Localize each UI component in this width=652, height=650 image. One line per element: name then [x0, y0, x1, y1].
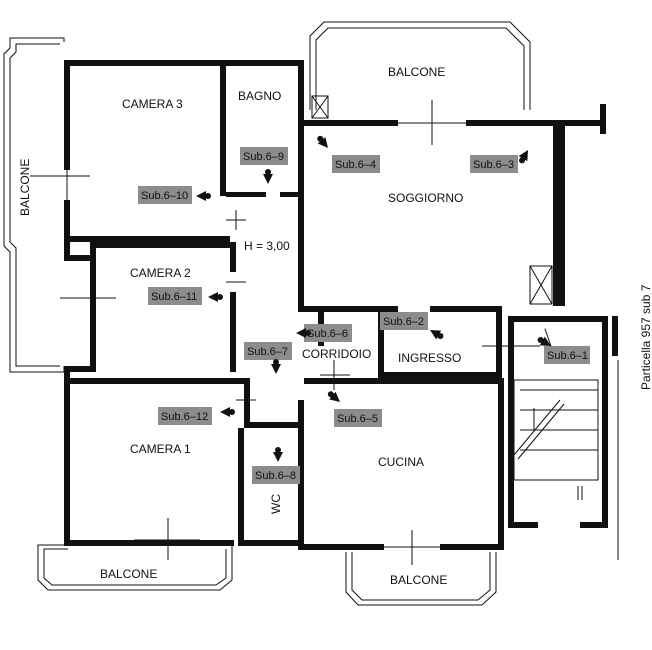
camera-icon [317, 135, 328, 148]
svg-text:Sub.6–11: Sub.6–11 [151, 291, 197, 303]
label-wc: WC [269, 494, 283, 514]
sub-tag-5: Sub.6–5 [334, 409, 382, 427]
camera-icon [327, 391, 340, 402]
label-side-note: Particella 957 sub 7 [639, 284, 652, 390]
sub-tag-3: Sub.6–3 [470, 155, 518, 173]
sub-tag-4: Sub.6–4 [332, 155, 380, 173]
sub-tag-11: Sub.6–11 [148, 287, 202, 305]
svg-text:Sub.6–3: Sub.6–3 [473, 159, 514, 171]
svg-text:Sub.6–5: Sub.6–5 [337, 413, 378, 425]
svg-text:Sub.6–10: Sub.6–10 [141, 190, 188, 202]
label-camera-2: CAMERA 2 [130, 266, 191, 280]
camera-icon [263, 169, 273, 184]
viewpoint-icons [196, 135, 552, 462]
sub-tag-10: Sub.6–10 [138, 186, 192, 204]
sub-tag-2: Sub.6–2 [380, 312, 428, 330]
sub-labels: Sub.6–1 Sub.6–2 Sub.6–3 Sub.6–4 Sub.6–5 … [138, 147, 590, 484]
sub-tag-6: Sub.6–6 [304, 324, 352, 342]
label-cucina: CUCINA [378, 455, 424, 469]
camera-icon [196, 191, 211, 201]
walls [64, 60, 618, 550]
label-balcone-bottom-left: BALCONE [100, 567, 157, 581]
camera-icon [271, 359, 281, 374]
svg-text:Sub.6–9: Sub.6–9 [243, 151, 284, 163]
camera-icon [296, 328, 311, 338]
label-corridoio: CORRIDOIO [302, 347, 371, 361]
svg-text:Sub.6–12: Sub.6–12 [161, 411, 208, 423]
camera-icon [518, 150, 528, 164]
camera-icon [430, 330, 444, 340]
sub-tag-7: Sub.6–7 [244, 342, 292, 360]
sub-tag-1: Sub.6–1 [544, 346, 590, 364]
label-ingresso: INGRESSO [398, 351, 461, 365]
label-balcone-left: BALCONE [18, 159, 32, 216]
camera-icon [537, 328, 552, 347]
balcony-outlines [3, 21, 531, 606]
thin-details [30, 95, 619, 565]
room-labels: CAMERA 3 BAGNO BALCONE SOGGIORNO BALCONE… [18, 65, 652, 587]
camera-icon [220, 407, 235, 417]
label-camera-1: CAMERA 1 [130, 442, 191, 456]
label-bagno: BAGNO [238, 89, 281, 103]
sub-tag-9: Sub.6–9 [240, 147, 288, 165]
sub-tag-8: Sub.6–8 [252, 466, 300, 484]
label-camera-3: CAMERA 3 [122, 97, 183, 111]
label-balcone-bottom-right: BALCONE [390, 573, 447, 587]
camera-icon [208, 292, 223, 302]
svg-text:Sub.6–1: Sub.6–1 [547, 350, 588, 362]
svg-text:Sub.6–2: Sub.6–2 [383, 316, 424, 328]
svg-text:Sub.6–4: Sub.6–4 [335, 159, 376, 171]
sub-tag-12: Sub.6–12 [158, 407, 212, 425]
svg-text:Sub.6–8: Sub.6–8 [255, 470, 296, 482]
label-height: H = 3,00 [244, 239, 290, 253]
camera-icon [273, 447, 283, 462]
svg-text:Sub.6–7: Sub.6–7 [247, 346, 288, 358]
label-soggiorno: SOGGIORNO [388, 191, 463, 205]
svg-text:Sub.6–6: Sub.6–6 [307, 328, 348, 340]
label-balcone-top: BALCONE [388, 65, 445, 79]
